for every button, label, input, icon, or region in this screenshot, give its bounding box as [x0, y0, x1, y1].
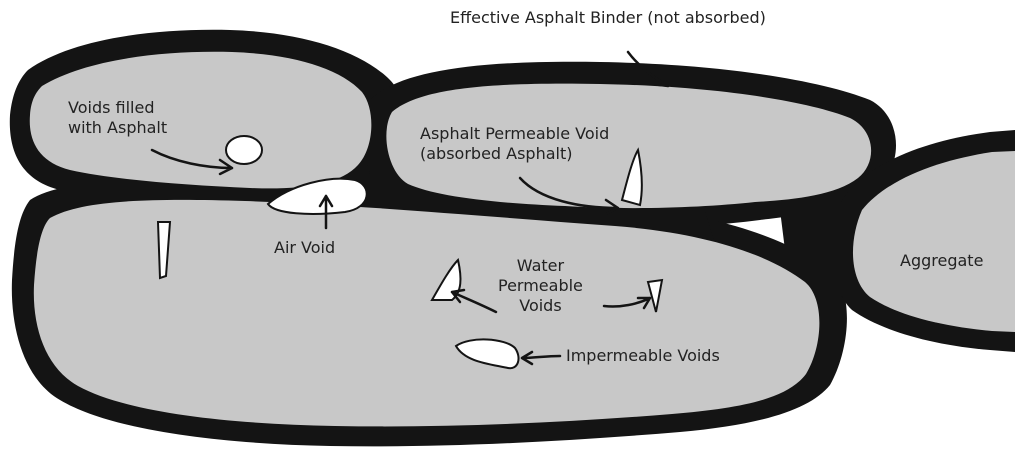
label-aggregate: Aggregate: [900, 251, 983, 271]
label-permeable-line2: (absorbed Asphalt): [420, 144, 609, 164]
label-water-line1: Water: [498, 256, 583, 276]
label-impermeable: Impermeable Voids: [566, 346, 720, 366]
label-permeable-void: Asphalt Permeable Void (absorbed Asphalt…: [420, 124, 609, 164]
label-permeable-line1: Asphalt Permeable Void: [420, 124, 609, 144]
void-filled-with-asphalt: [226, 136, 262, 164]
label-water-line2: Permeable: [498, 276, 583, 296]
label-voids-filled: Voids filled with Asphalt: [68, 98, 167, 138]
label-water-line3: Voids: [498, 296, 583, 316]
label-air-void: Air Void: [274, 238, 335, 258]
label-water-permeable: Water Permeable Voids: [498, 256, 583, 316]
label-voids-filled-line2: with Asphalt: [68, 118, 167, 138]
label-voids-filled-line1: Voids filled: [68, 98, 167, 118]
label-effective-binder: Effective Asphalt Binder (not absorbed): [450, 8, 766, 28]
